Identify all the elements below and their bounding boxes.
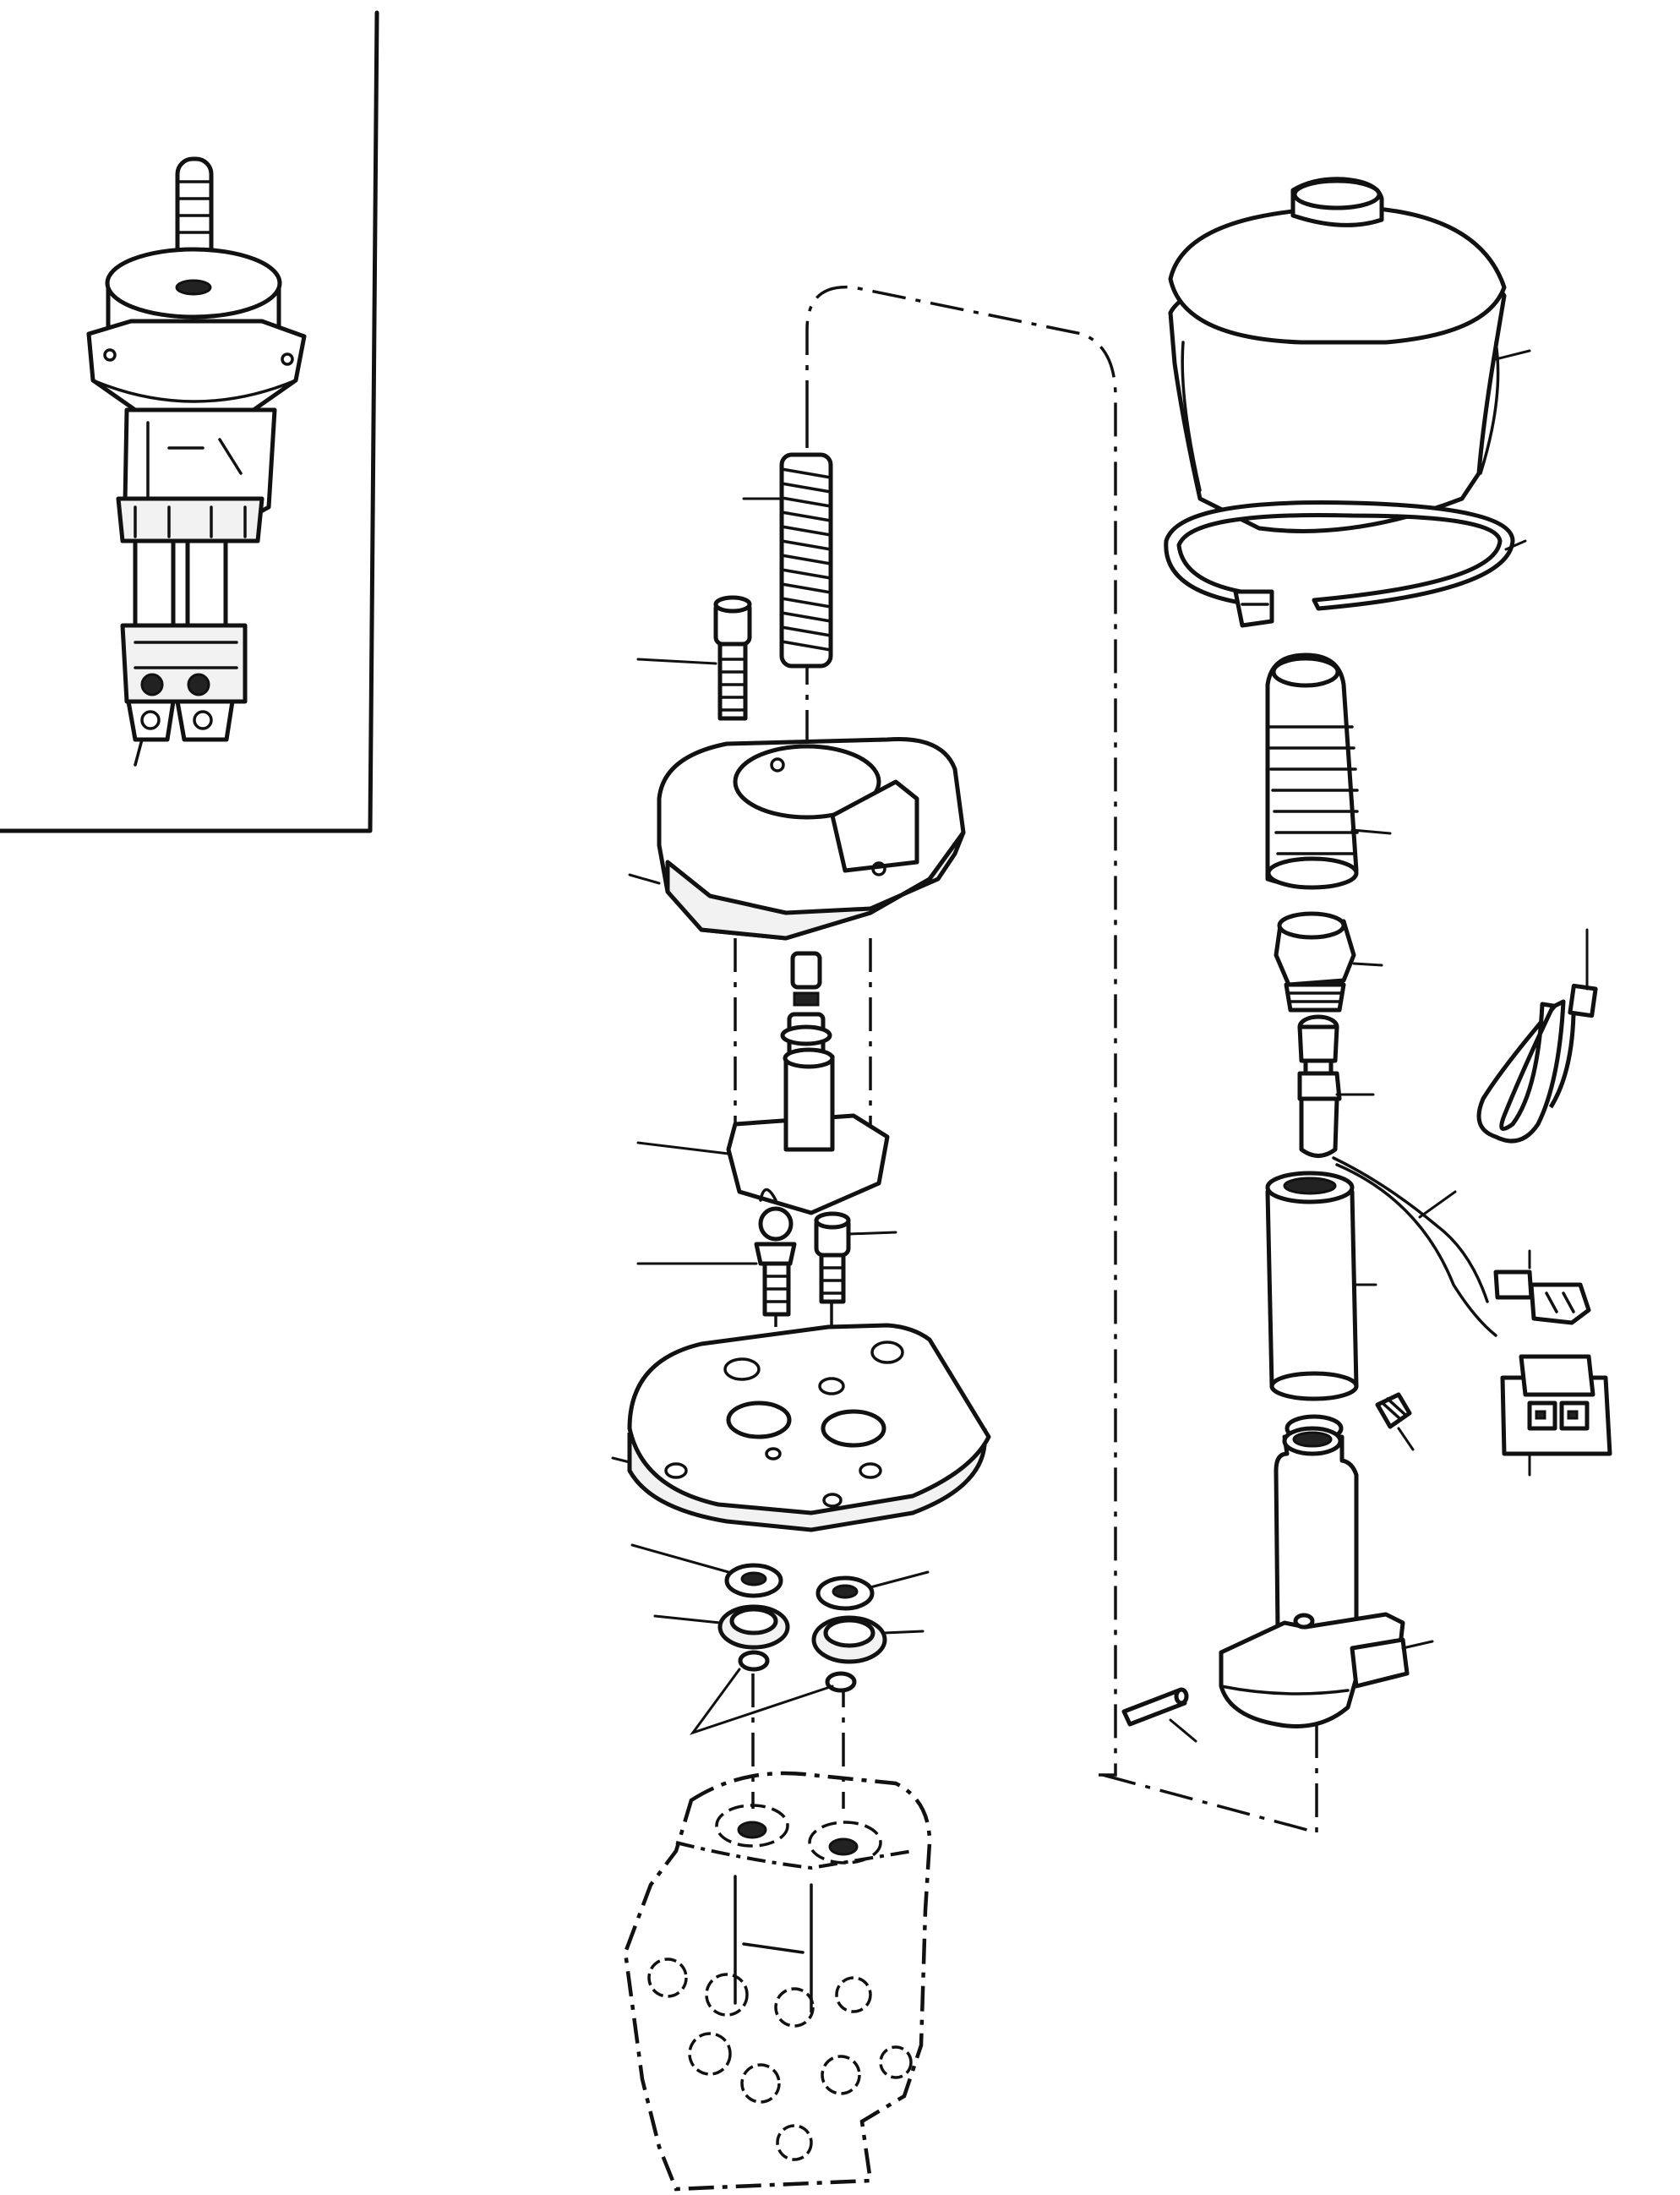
guide-housing <box>628 736 966 941</box>
socket-screw <box>814 1211 897 1304</box>
wiring-lead <box>1332 1156 1591 1337</box>
roll-pin <box>1121 1687 1197 1743</box>
set-screw <box>1375 1392 1415 1451</box>
ball-stud <box>636 1206 797 1317</box>
rubber-boot <box>1168 177 1531 533</box>
adapter-nut <box>1274 911 1383 1013</box>
lever-base <box>1219 1414 1434 1728</box>
cable-tie <box>1476 928 1598 1144</box>
valve-body <box>623 1771 932 2192</box>
seal-washers <box>630 1543 930 1664</box>
boot-clamp <box>1164 500 1527 628</box>
cap-screw <box>636 595 752 721</box>
lever-tube <box>1265 1171 1377 1401</box>
inset-panel <box>0 10 379 833</box>
switch-plug <box>1297 1014 1375 1158</box>
o-rings <box>690 1650 857 1735</box>
return-spring <box>742 452 833 669</box>
assembled-unit-inset <box>86 156 307 767</box>
handle-grip <box>1265 652 1392 890</box>
actuator-lever <box>636 1047 890 1215</box>
mounting-plate <box>611 1323 991 1532</box>
connector-housing <box>1500 1354 1612 1477</box>
